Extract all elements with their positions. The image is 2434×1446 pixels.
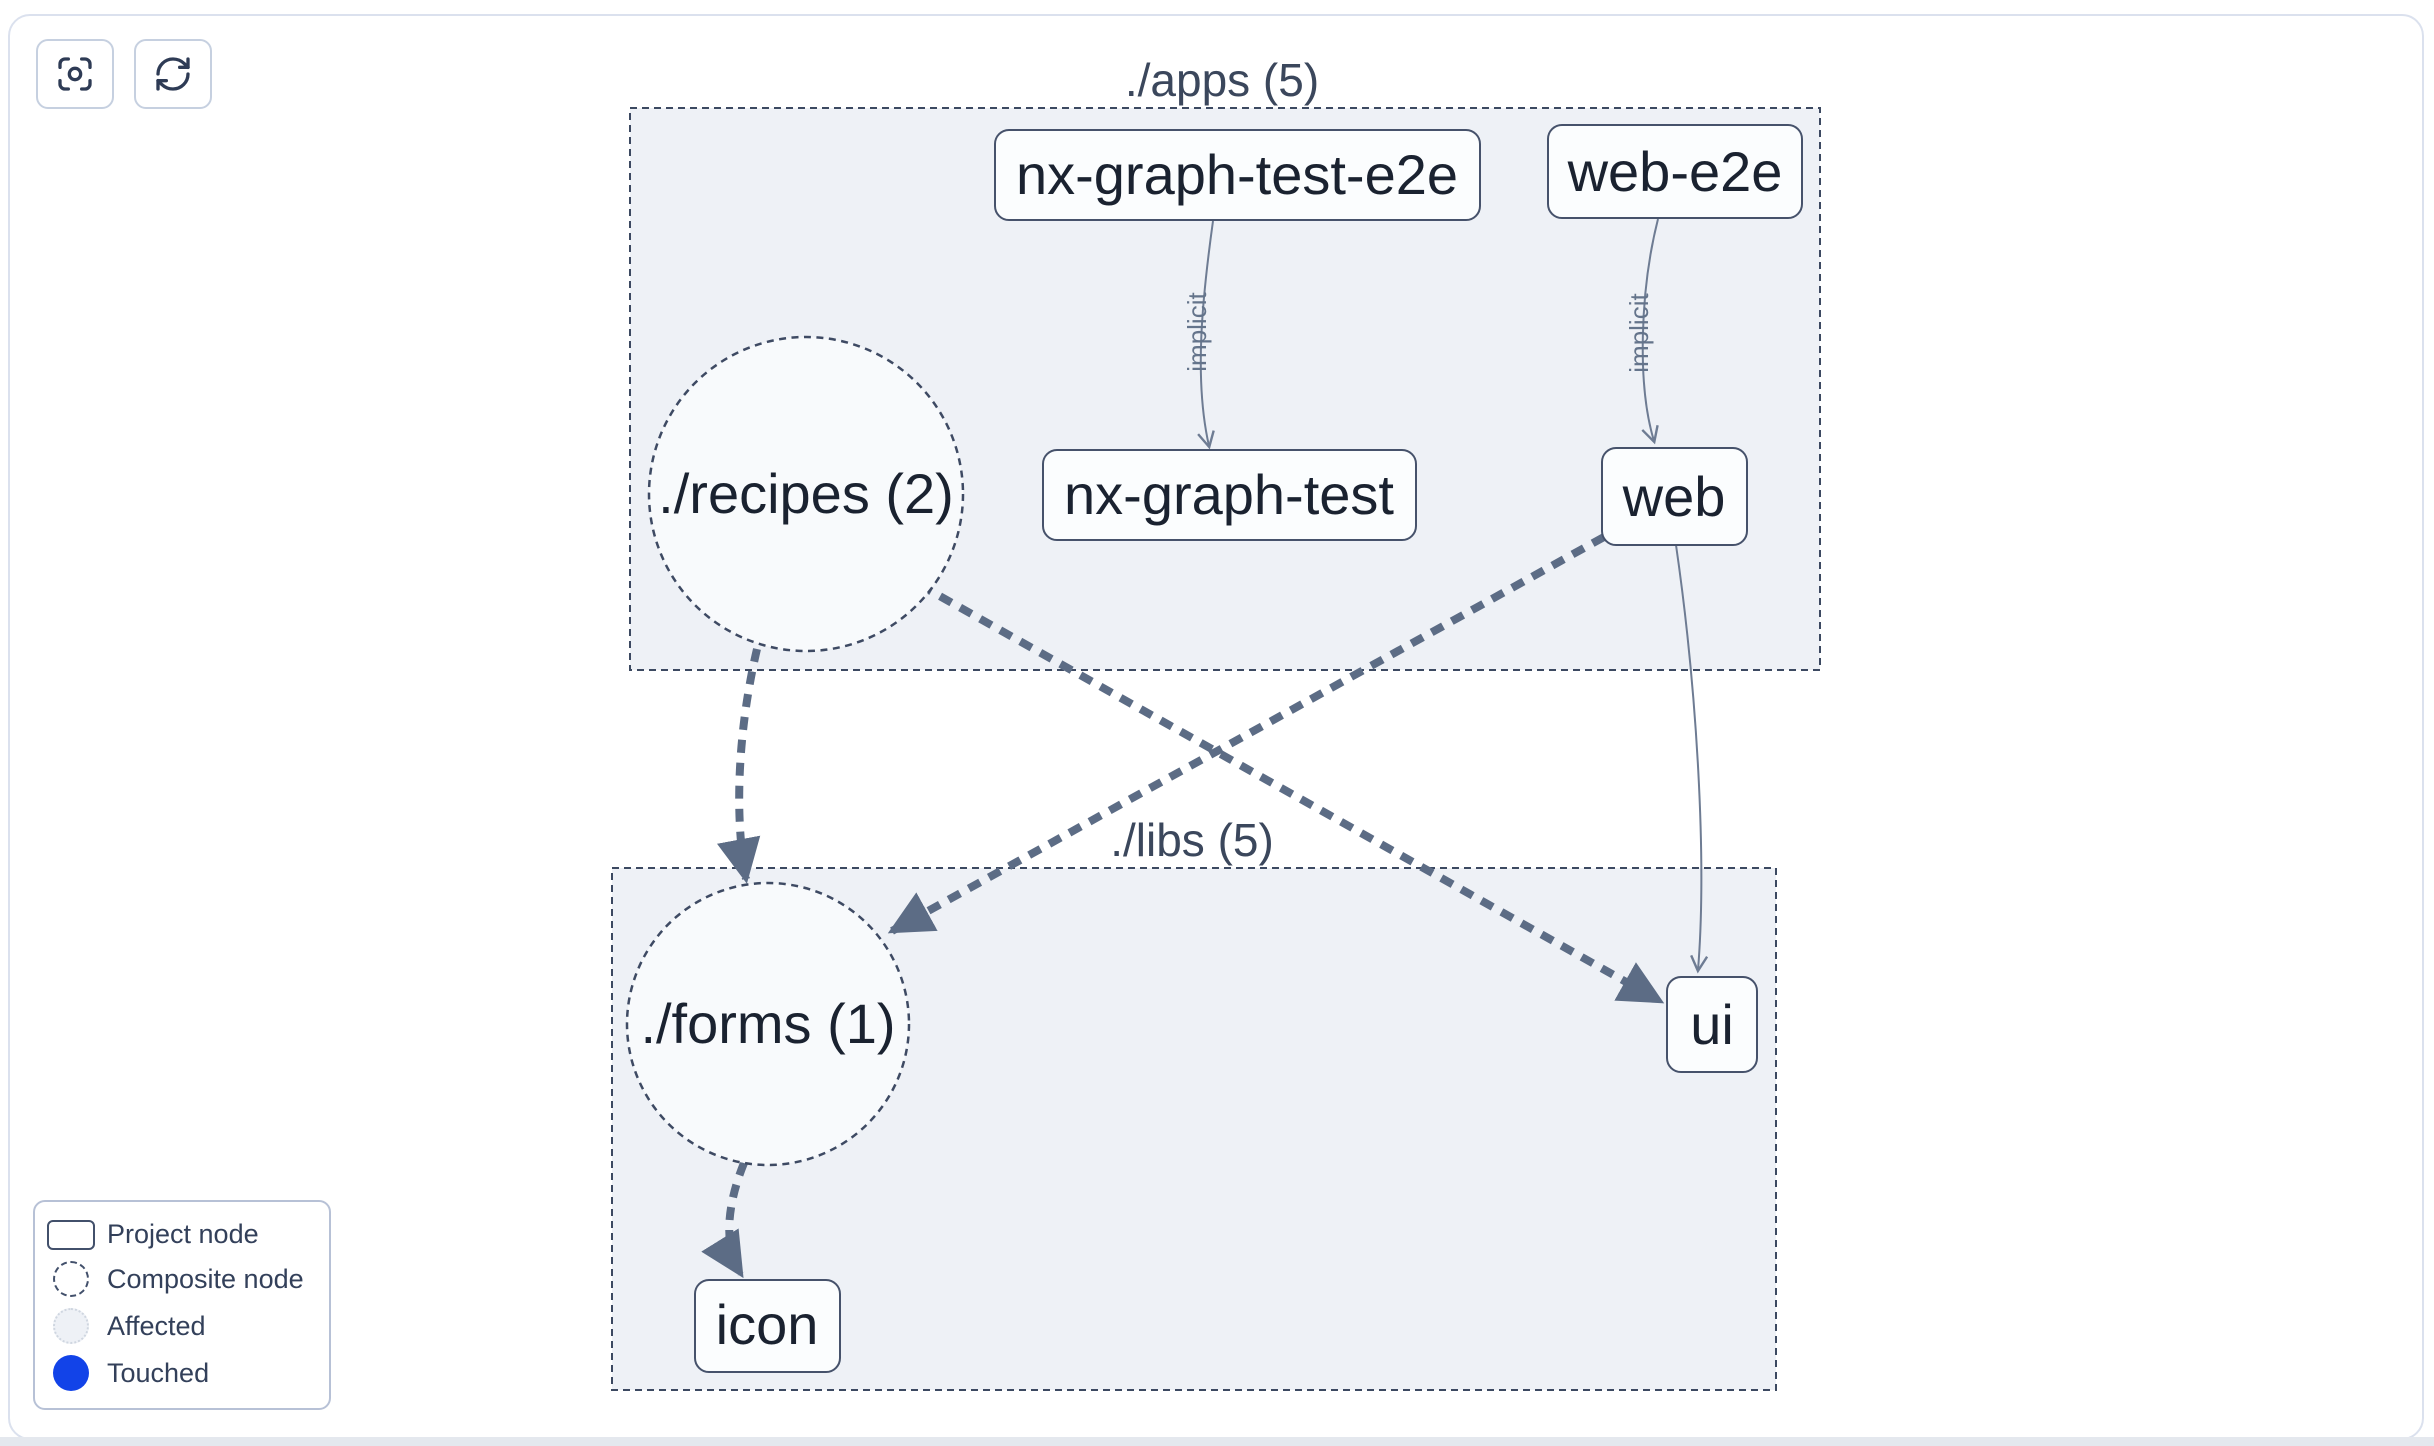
edge-web-to-ui — [1675, 544, 1701, 970]
node-web-box[interactable] — [1601, 447, 1748, 546]
focus-center-icon — [58, 57, 92, 91]
legend-item-project-node: Project node — [35, 1219, 329, 1250]
edge-label-implicit-1: implicit — [1182, 292, 1212, 372]
edge-web-e2e-to-web — [1643, 218, 1659, 441]
node-nx-graph-test-box[interactable] — [1042, 449, 1417, 541]
node-web[interactable]: web — [1601, 447, 1748, 546]
node-ui-label: ui — [1690, 993, 1734, 1056]
composite-circle-forms[interactable] — [625, 881, 911, 1167]
node-web-e2e-box[interactable] — [1547, 124, 1803, 219]
group-apps-label: ./apps (5) — [1125, 54, 1319, 106]
refresh-graph-button[interactable] — [134, 39, 212, 109]
node-nx-graph-test[interactable]: nx-graph-test — [1042, 449, 1417, 541]
center-graph-button[interactable] — [36, 39, 114, 109]
graph-legend: Project node Composite node Affected Tou… — [33, 1200, 331, 1410]
legend-label: Affected — [107, 1310, 206, 1341]
node-web-e2e-label: web-e2e — [1567, 140, 1783, 203]
legend-label: Project node — [107, 1219, 259, 1249]
composite-circle-recipes[interactable] — [647, 335, 965, 653]
node-nx-graph-test-label: nx-graph-test — [1064, 463, 1394, 526]
edge-recipes-to-forms — [717, 648, 761, 884]
edge-recipes-to-ui — [918, 581, 1665, 1005]
edge-label-implicit-2: implicit — [1624, 293, 1654, 373]
graph-toolbar — [36, 39, 212, 109]
node-web-e2e[interactable]: web-e2e — [1547, 124, 1803, 219]
affected-swatch-icon — [53, 1308, 89, 1344]
legend-label: Touched — [107, 1357, 210, 1388]
node-nx-graph-test-e2e-label: nx-graph-test-e2e — [1016, 143, 1458, 206]
node-nx-graph-test-e2e[interactable]: nx-graph-test-e2e — [994, 129, 1481, 221]
node-recipes-label: ./recipes (2) — [658, 462, 954, 525]
project-node-swatch-icon — [47, 1219, 95, 1250]
node-recipes-composite[interactable]: ./recipes (2) — [647, 335, 965, 653]
node-ui[interactable]: ui — [1666, 976, 1758, 1073]
node-forms-label: ./forms (1) — [640, 992, 895, 1055]
legend-label: Composite node — [107, 1263, 304, 1294]
legend-item-touched: Touched — [35, 1355, 329, 1391]
edge-nx-graph-test-e2e-to-nx-graph-test — [1201, 220, 1213, 446]
bottom-strip — [0, 1437, 2434, 1446]
node-forms-composite[interactable]: ./forms (1) — [625, 881, 911, 1167]
legend-item-composite-node: Composite node — [35, 1261, 329, 1297]
node-icon-box[interactable] — [694, 1279, 841, 1373]
node-icon[interactable]: icon — [694, 1279, 841, 1373]
node-web-label: web — [1622, 465, 1726, 528]
composite-node-swatch-icon — [53, 1261, 89, 1297]
edge-web-to-forms — [887, 533, 1606, 935]
legend-item-affected: Affected — [35, 1308, 329, 1344]
node-ui-box[interactable] — [1666, 976, 1758, 1073]
refresh-icon — [156, 57, 190, 91]
touched-swatch-icon — [53, 1355, 89, 1391]
node-nx-graph-test-e2e-box[interactable] — [994, 129, 1481, 221]
edge-forms-to-icon — [701, 1161, 748, 1279]
node-icon-label: icon — [716, 1293, 819, 1356]
group-libs-label: ./libs (5) — [1110, 814, 1274, 866]
